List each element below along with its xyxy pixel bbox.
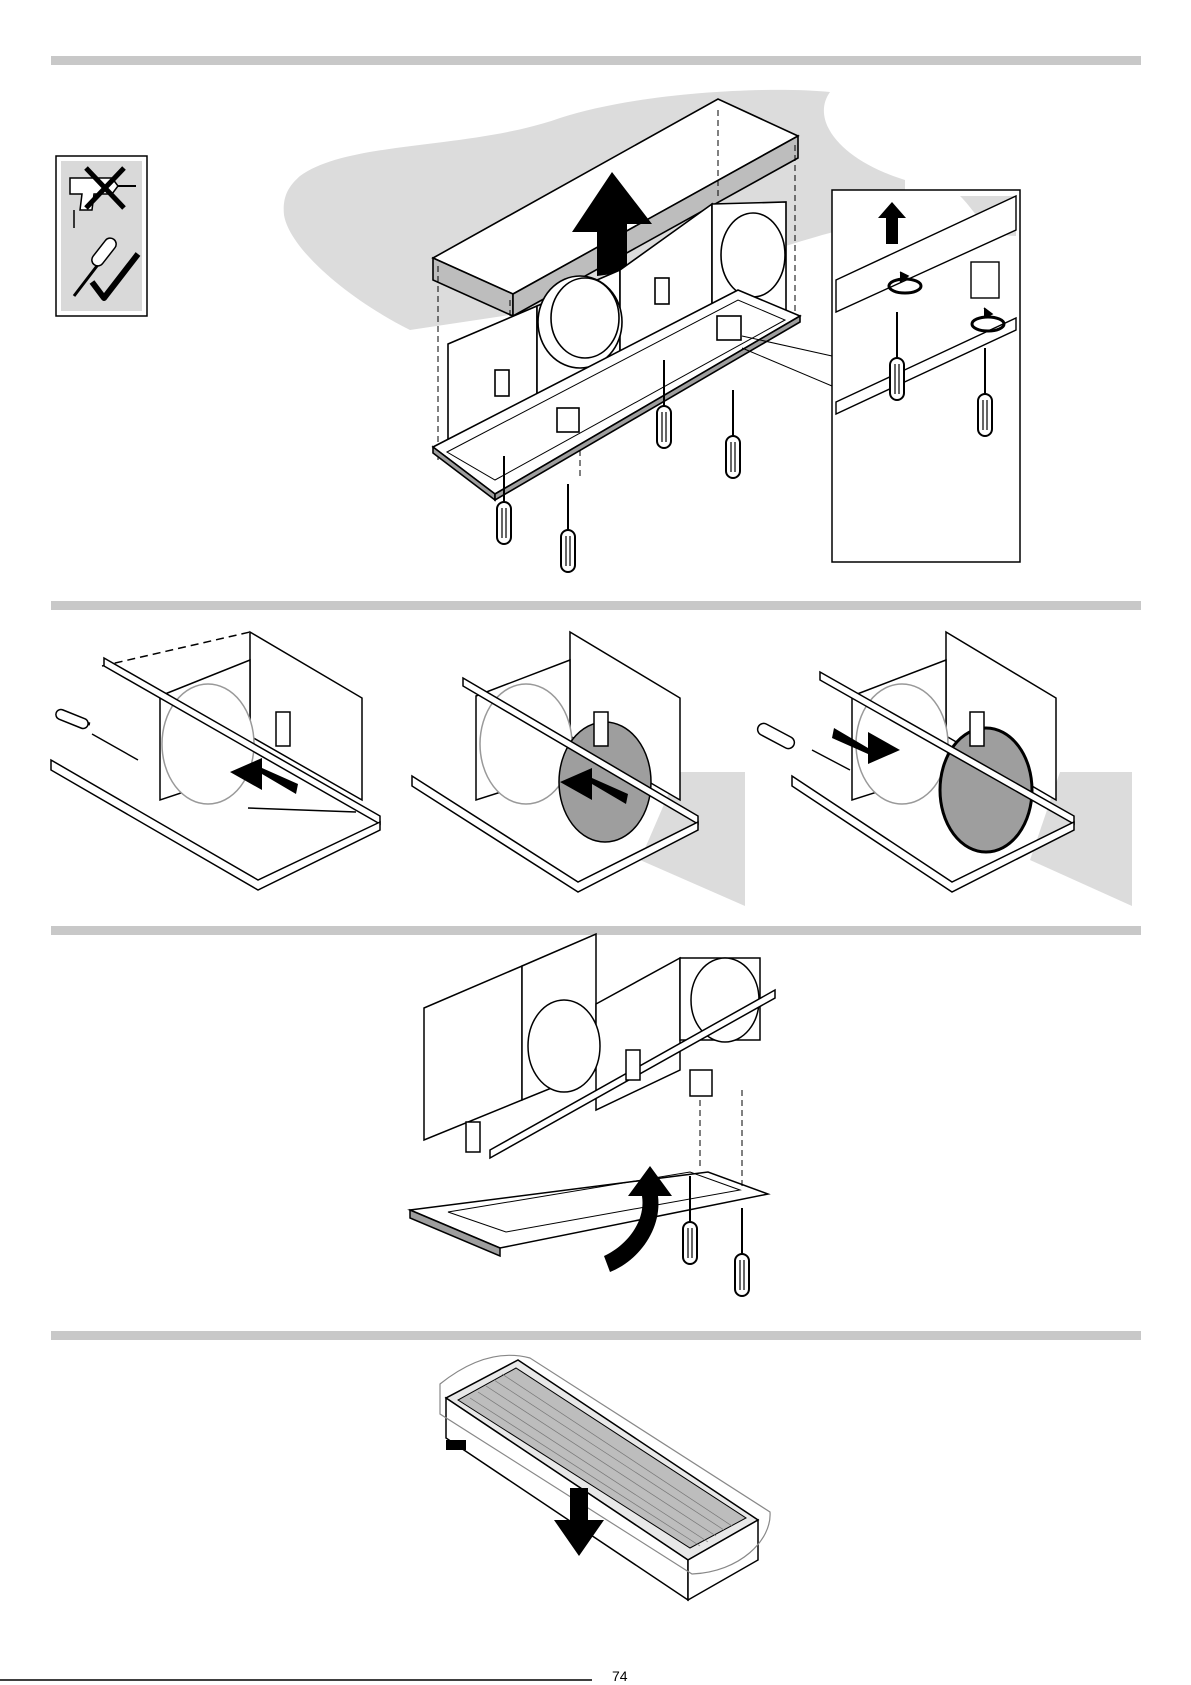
step-3-illustration	[410, 934, 775, 1296]
zoom-leader-bottom	[742, 348, 832, 386]
step-1-illustration	[56, 90, 1020, 572]
tool-icons-panel	[56, 156, 147, 316]
damper-panel-2	[412, 632, 745, 906]
step-2-illustration	[51, 632, 1132, 906]
section-rule-1	[51, 56, 1141, 65]
section-rule-2	[51, 601, 1141, 610]
detail-zoom-box	[832, 190, 1020, 562]
step-4-illustration	[440, 1355, 770, 1600]
screwdriver-2	[561, 484, 575, 572]
page-number: 74	[612, 1668, 628, 1684]
screwdriver-6	[735, 1208, 749, 1296]
section-rule-4	[51, 1331, 1141, 1340]
damper-panel-1	[51, 632, 380, 890]
damper-panel-3	[756, 632, 1132, 906]
screwdriver-4	[726, 390, 740, 478]
